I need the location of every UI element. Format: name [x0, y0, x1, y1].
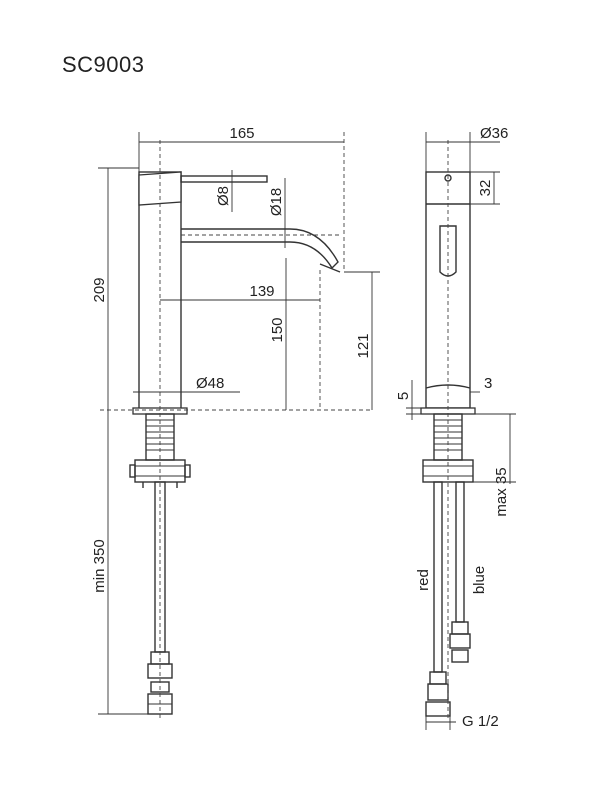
dim-165: 165 [229, 125, 254, 142]
faucet-cap [138, 171, 182, 206]
front-view [100, 140, 370, 720]
front-dimensions: 165 209 Ø8 Ø18 139 150 121 Ø48 min 350 [91, 125, 380, 715]
blue-hose [455, 481, 465, 623]
dim-32: 32 [477, 180, 494, 197]
dim-dia-48: Ø48 [196, 375, 224, 392]
dim-max-35: max 35 [493, 467, 510, 516]
dim-5: 5 [395, 392, 412, 400]
drawing-title: SC9003 [62, 52, 145, 77]
blue-hose-nut [451, 649, 469, 663]
dim-min-350: min 350 [91, 539, 108, 592]
side-mounting-nut [422, 459, 474, 483]
dim-dia-8: Ø8 [215, 186, 232, 206]
dim-209: 209 [91, 277, 108, 302]
dim-3: 3 [484, 375, 492, 392]
dim-g-half: G 1/2 [462, 713, 499, 730]
side-view [420, 140, 476, 720]
spout-outlet [439, 225, 457, 277]
dim-150: 150 [269, 317, 286, 342]
label-blue: blue [471, 566, 488, 594]
dim-121: 121 [355, 333, 372, 358]
label-red: red [415, 569, 432, 591]
faucet-lever [180, 175, 268, 183]
dim-139: 139 [249, 283, 274, 300]
faucet-spout [181, 228, 339, 270]
red-hose-nut [425, 701, 451, 717]
dim-dia-18: Ø18 [268, 188, 285, 216]
red-hose [433, 481, 443, 673]
side-dimensions: Ø36 32 5 3 max 35 red blue G 1/2 [395, 125, 516, 730]
dim-dia-36: Ø36 [480, 125, 508, 142]
